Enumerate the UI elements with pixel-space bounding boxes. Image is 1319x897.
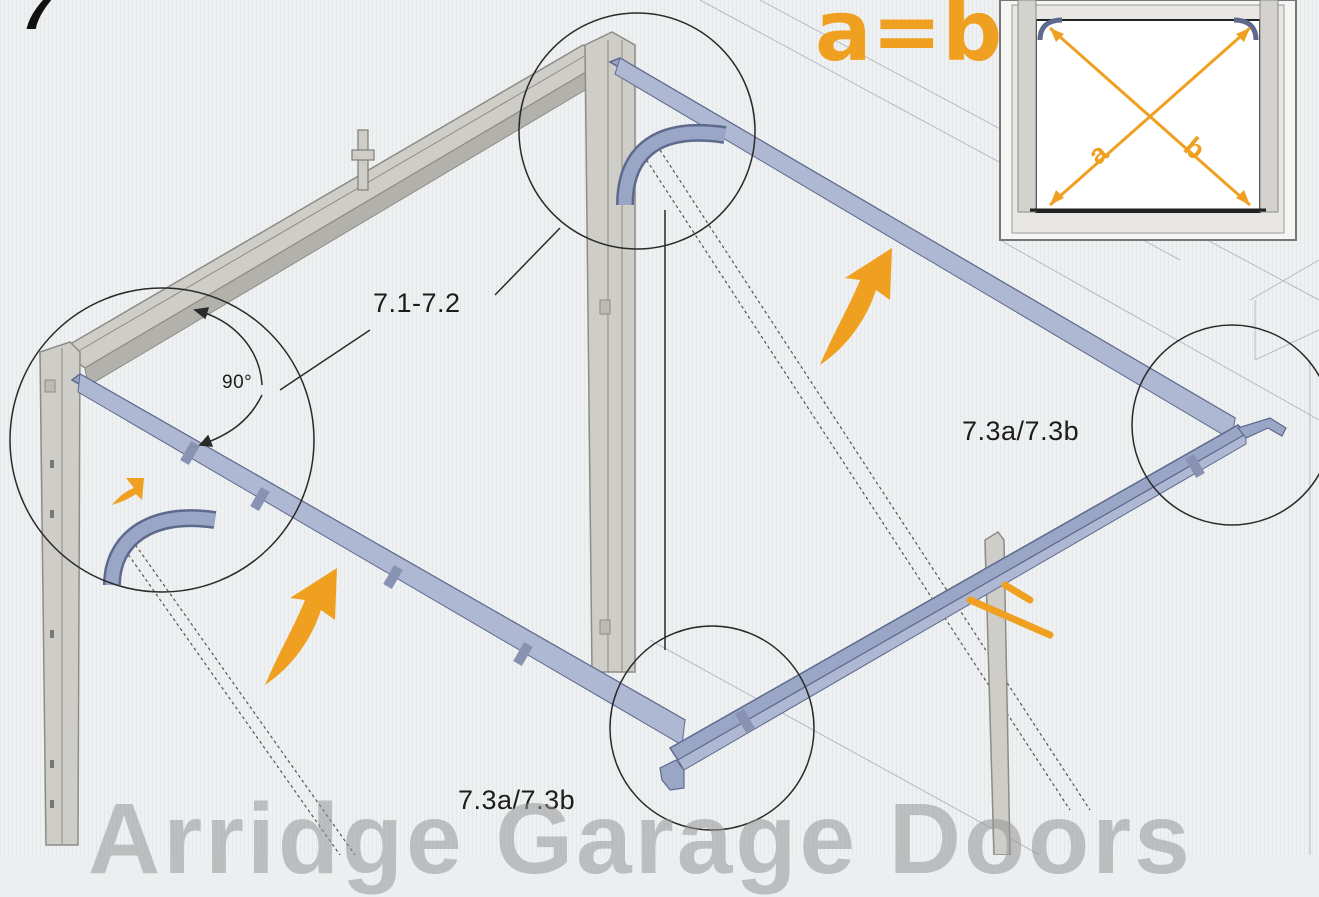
curved-tracks [103,123,727,586]
diagonal-check-inset: a b [999,0,1297,241]
arrow-up-icon [112,478,144,505]
angle-indicator-90 [193,307,263,447]
left-jamb [39,341,81,846]
label-7-3-bottom: 7.3a/7.3b [458,785,576,815]
watermark: Arridge Garage Doors [88,783,1193,895]
label-7-1-7-2: 7.1-7.2 [373,288,461,318]
track-clamp [966,581,1054,639]
horizontal-tracks [70,57,1287,791]
label-angle: 90° [222,372,253,393]
arrow-up-icon [265,568,337,685]
leader-lines [279,210,666,650]
arrow-up-icon [820,248,892,365]
detail-circle-top [518,12,756,250]
header-bracket [351,129,375,191]
detail-circle-right [1131,324,1319,526]
label-7-3-right: 7.3a/7.3b [962,416,1080,446]
detail-circle-bottom [609,625,815,831]
detail-circle-left [9,287,315,593]
detail-circles [9,12,1319,831]
lift-arrows [112,248,892,685]
assembly-diagram: a b [0,0,1319,855]
diagonal-equation: a=b [815,0,1003,80]
center-jamb [584,31,636,673]
